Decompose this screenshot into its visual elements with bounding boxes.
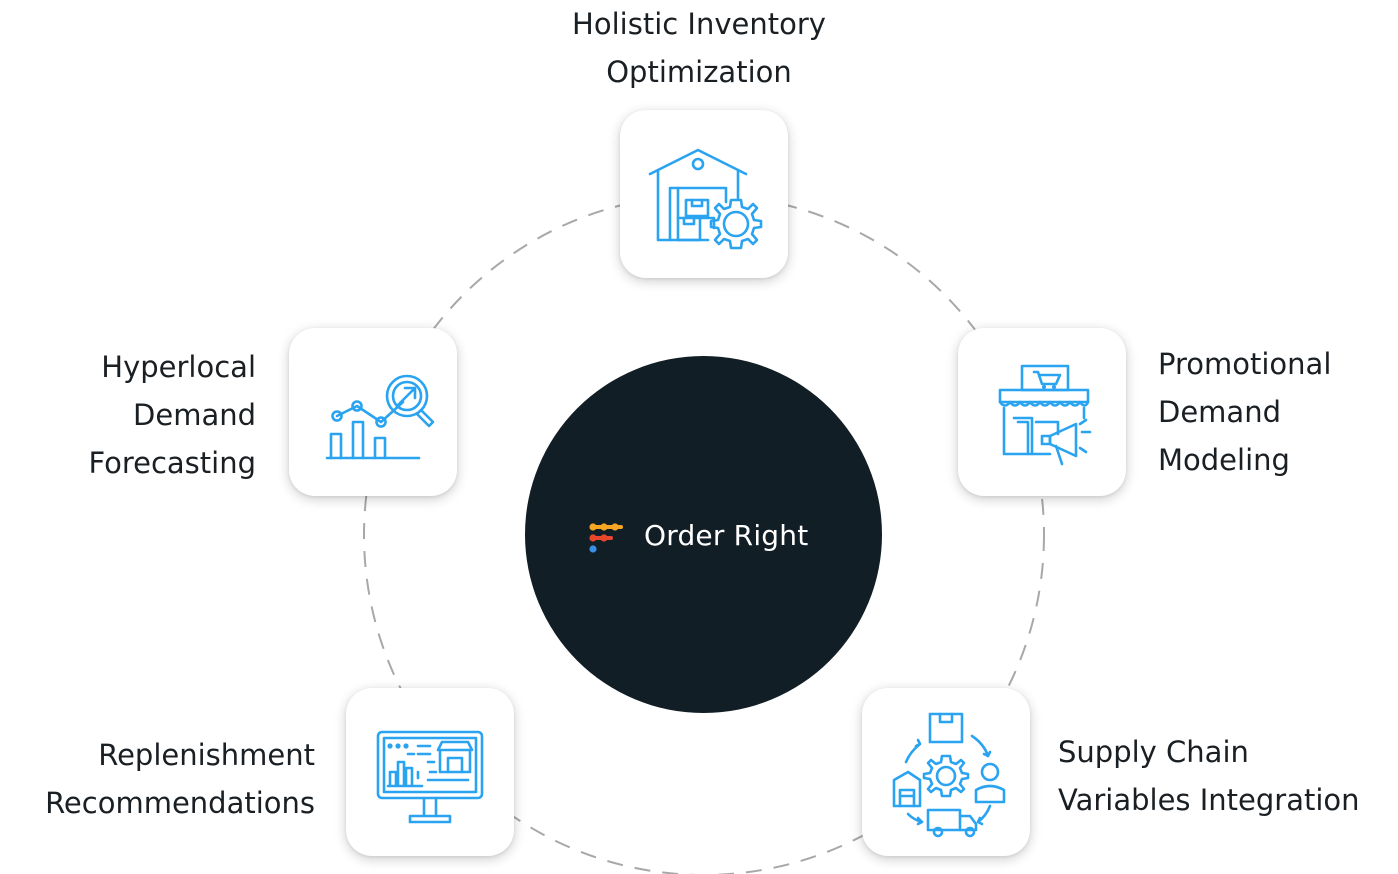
supply-chain-cycle-icon (892, 712, 1006, 838)
card-supply-chain (862, 688, 1030, 856)
label-holistic-inventory: Holistic Inventory Optimization (572, 7, 826, 89)
warehouse-gear-icon (648, 148, 763, 250)
card-promotional-demand (958, 328, 1126, 496)
card-replenishment (346, 688, 514, 856)
brand-name: Order Right (644, 518, 809, 552)
card-holistic-inventory (620, 110, 788, 278)
label-supply-chain: Supply Chain Variables Integration (1058, 735, 1360, 817)
chart-magnifier-icon (325, 374, 435, 460)
monitor-dashboard-icon (376, 730, 484, 824)
brand-badge: Order Right (582, 508, 824, 562)
label-promotional-demand: Promotional Demand Modeling (1158, 347, 1332, 477)
order-right-logo-icon (589, 523, 623, 553)
card-hyperlocal-forecasting (289, 328, 457, 496)
label-hyperlocal-forecasting: Hyperlocal Demand Forecasting (88, 350, 256, 480)
center-hub (525, 356, 882, 713)
storefront-megaphone-icon (998, 364, 1092, 466)
label-replenishment: Replenishment Recommendations (45, 738, 315, 820)
